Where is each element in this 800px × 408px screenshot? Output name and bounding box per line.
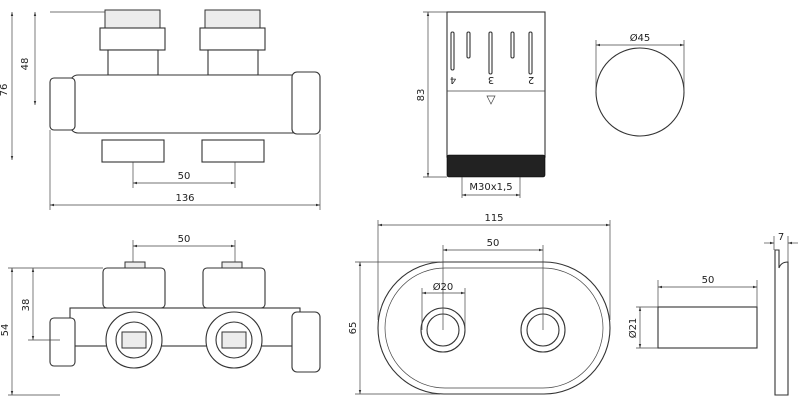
- dim-50-sleeve: 50: [702, 275, 715, 286]
- valve-top-view: 50 54 38: [0, 234, 321, 396]
- scale-mark-4: 4: [450, 74, 456, 85]
- pipe-sleeve: 50 Ø21: [627, 275, 758, 349]
- thermostat-head: 4 3 2 83 M30x1,5: [416, 11, 546, 198]
- dim-38: 38: [21, 299, 32, 312]
- dim-50-rosette: 50: [487, 238, 500, 249]
- dim-76: 76: [0, 84, 10, 97]
- dim-48: 48: [20, 58, 31, 71]
- dim-diameter-20: Ø20: [433, 281, 454, 293]
- dim-54: 54: [0, 324, 11, 337]
- dim-50: 50: [178, 171, 191, 182]
- scale-mark-3: 3: [488, 74, 494, 85]
- dim-65: 65: [348, 322, 359, 335]
- dim-136: 136: [175, 193, 194, 204]
- dim-50-top: 50: [178, 234, 191, 245]
- dim-diameter-21: Ø21: [627, 318, 639, 339]
- rosette-cover: 115 50 65 Ø20: [348, 213, 611, 395]
- plate-side-view: 7: [764, 232, 798, 396]
- indicator-triangle-icon: [486, 95, 496, 105]
- dim-115: 115: [484, 213, 503, 224]
- dim-7: 7: [778, 232, 784, 243]
- knob-top-view: Ø45: [595, 32, 685, 137]
- scale-mark-2: 2: [528, 74, 534, 85]
- dim-83: 83: [416, 89, 427, 102]
- dim-diameter-45: Ø45: [630, 32, 651, 44]
- dim-thread: M30x1,5: [469, 182, 512, 193]
- valve-front-view: 48 76 50 136: [0, 9, 321, 210]
